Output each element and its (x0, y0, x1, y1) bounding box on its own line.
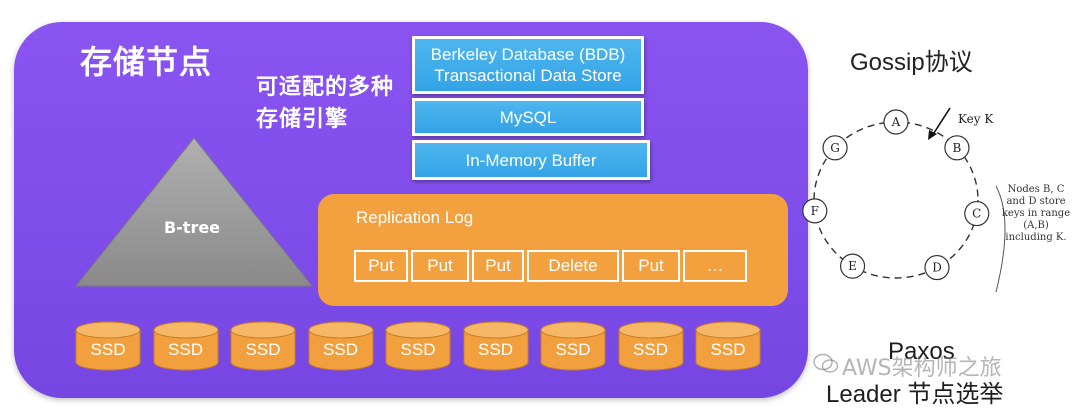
log-entry-put: Put (472, 250, 524, 282)
wechat-icon (813, 353, 839, 373)
ssd-label: SSD (245, 340, 281, 359)
ssd-cylinder: SSD (152, 320, 220, 372)
ring-node-label: D (932, 261, 942, 275)
log-entry-put: Put (354, 250, 408, 282)
ring-node-label: B (953, 141, 962, 155)
ssd-label: SSD (633, 340, 668, 359)
ring-node-c: C (964, 200, 990, 227)
key-k-label: Key K (958, 112, 994, 126)
ssd-row: SSD SSD SSD SSD SSD SSD SSD SSD SSD (74, 320, 772, 372)
engine-bdb: Berkeley Database (BDB) Transactional Da… (412, 36, 644, 94)
btree-triangle (74, 137, 314, 287)
gossip-title: Gossip协议 (850, 49, 973, 76)
engine-bdb-line2: Transactional Data Store (434, 66, 622, 85)
engines-caption: 可适配的多种存储引擎 (256, 75, 395, 132)
engine-bdb-line1: Berkeley Database (BDB) (430, 45, 626, 64)
ssd-cylinder: SSD (229, 320, 297, 372)
paxos-label: Paxos (888, 338, 955, 365)
ring-node-d: D (924, 254, 950, 281)
ssd-cylinder: SSD (384, 320, 452, 372)
ssd-cylinder: SSD (74, 320, 142, 372)
btree-label: B-tree (163, 218, 221, 237)
ring-node-label: G (830, 141, 840, 155)
storage-node-title: 存储节点 (80, 43, 213, 81)
ssd-label: SSD (478, 340, 513, 359)
ssd-cylinder: SSD (462, 320, 530, 372)
leader-election-label: Leader 节点选举 (826, 381, 1004, 408)
ssd-cylinder: SSD (307, 320, 375, 372)
ssd-label: SSD (710, 340, 746, 359)
ssd-cylinder: SSD (694, 320, 762, 372)
ssd-cylinder: SSD (539, 320, 607, 372)
watermark-text: AWS架构师之旅 (842, 356, 1002, 381)
key-arrow (931, 107, 951, 137)
ring-node-label: A (891, 115, 901, 129)
ring-node-g: G (822, 135, 848, 161)
ring-node-label: F (811, 204, 819, 218)
ring-node-b: B (944, 135, 970, 161)
replication-log-title: Replication Log (356, 208, 474, 227)
engine-in-memory-buffer: In-Memory Buffer (412, 140, 650, 180)
ring-note: Nodes B, C and D store keys in range (A,… (1001, 184, 1071, 243)
ring-node-e: E (839, 253, 866, 279)
ssd-label: SSD (323, 340, 358, 359)
engine-in-memory-label: In-Memory Buffer (465, 150, 597, 170)
log-entry-delete: Delete (527, 250, 619, 282)
ssd-label: SSD (168, 340, 203, 359)
ring-node-f: F (802, 198, 828, 224)
replication-log: Replication Log Put Put Put Delete Put … (318, 194, 788, 306)
ssd-cylinder: SSD (617, 320, 685, 372)
ssd-label: SSD (555, 340, 591, 359)
log-entry-put: Put (622, 250, 680, 282)
gossip-ring: A B C D E F G (802, 107, 1006, 293)
ring-node-label: E (848, 259, 857, 273)
ssd-label: SSD (90, 340, 126, 359)
log-entry-ellipsis: … (683, 250, 747, 282)
key-arrowhead (928, 130, 937, 140)
engine-mysql-label: MySQL (499, 107, 557, 127)
replication-log-entries: Put Put Put Delete Put … (354, 250, 750, 282)
ring-node-a: A (883, 109, 909, 135)
ring-node-label: C (972, 207, 981, 221)
ssd-label: SSD (400, 340, 436, 359)
log-entry-put: Put (411, 250, 469, 282)
engine-mysql: MySQL (412, 98, 644, 136)
